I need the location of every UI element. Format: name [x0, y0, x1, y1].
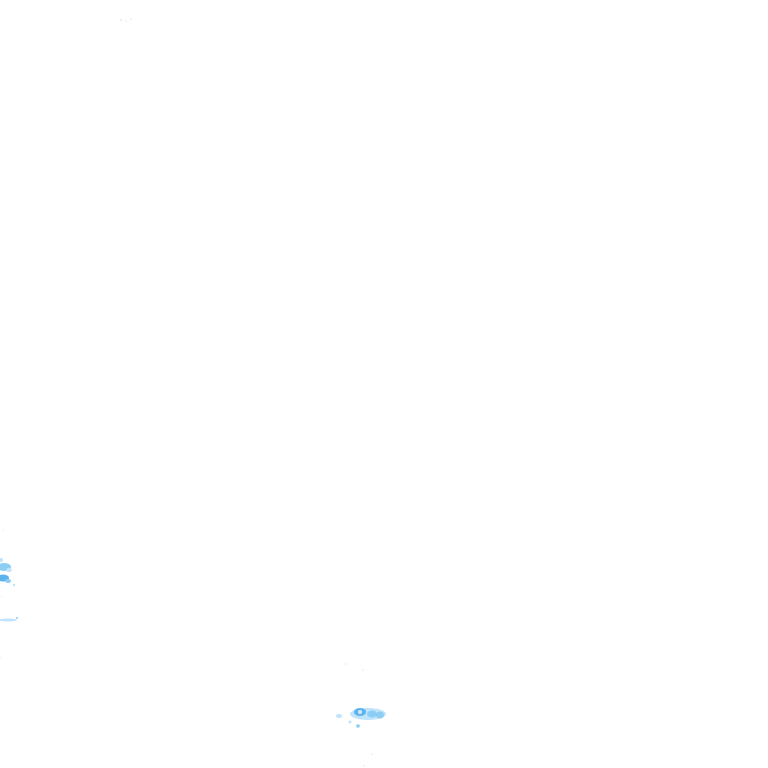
echo-core-center	[358, 710, 362, 714]
echo-dot	[16, 617, 18, 619]
speck	[130, 18, 132, 20]
echo-blob	[5, 579, 11, 583]
echo-dot	[348, 720, 352, 724]
echo-dot	[356, 724, 360, 728]
west-edge-trace	[0, 529, 18, 659]
south-cell-core	[354, 708, 384, 719]
echo-dot	[2, 529, 4, 531]
echo-dot	[345, 663, 347, 665]
echo-dot	[362, 669, 364, 671]
echo-blob	[6, 568, 12, 572]
echo-core	[376, 711, 384, 719]
echo-dot	[363, 765, 365, 767]
west-edge-cell-a	[0, 558, 12, 572]
echo-dot	[0, 657, 2, 659]
echo-core	[367, 710, 377, 718]
noise-specks-top	[120, 18, 132, 22]
echo-blob	[336, 714, 342, 718]
speck	[120, 19, 122, 21]
west-edge-cell-b	[0, 574, 16, 587]
echo-dot	[1, 596, 3, 598]
speck	[125, 20, 127, 22]
echo-dot	[12, 583, 16, 587]
echo-dot	[371, 753, 373, 755]
echo-blob	[0, 558, 3, 562]
echo-streak	[0, 618, 17, 622]
